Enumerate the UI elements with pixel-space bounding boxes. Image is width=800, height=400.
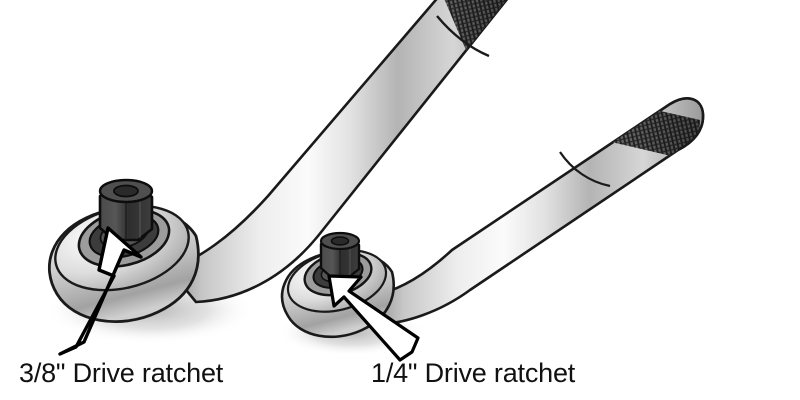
knurl-transition-38 <box>436 15 490 58</box>
ratchet-wrench-three-eighths <box>45 0 516 356</box>
handle-14 <box>368 97 705 326</box>
handle-38 <box>166 0 516 304</box>
drive-anvil-14 <box>319 231 361 279</box>
label-one-quarter-drive-ratchet: 1/4" Drive ratchet <box>371 358 576 388</box>
label-three-eighths-drive-ratchet: 3/8" Drive ratchet <box>19 358 224 388</box>
ratchet-wrench-one-quarter <box>278 97 705 362</box>
shaft-38 <box>166 0 509 304</box>
end-cap-14 <box>669 97 705 152</box>
drive-anvil-38 <box>98 178 154 242</box>
callout-arrow-right <box>327 274 420 362</box>
callout-arrow-left <box>58 226 143 356</box>
knurl-transition-14 <box>559 151 611 188</box>
